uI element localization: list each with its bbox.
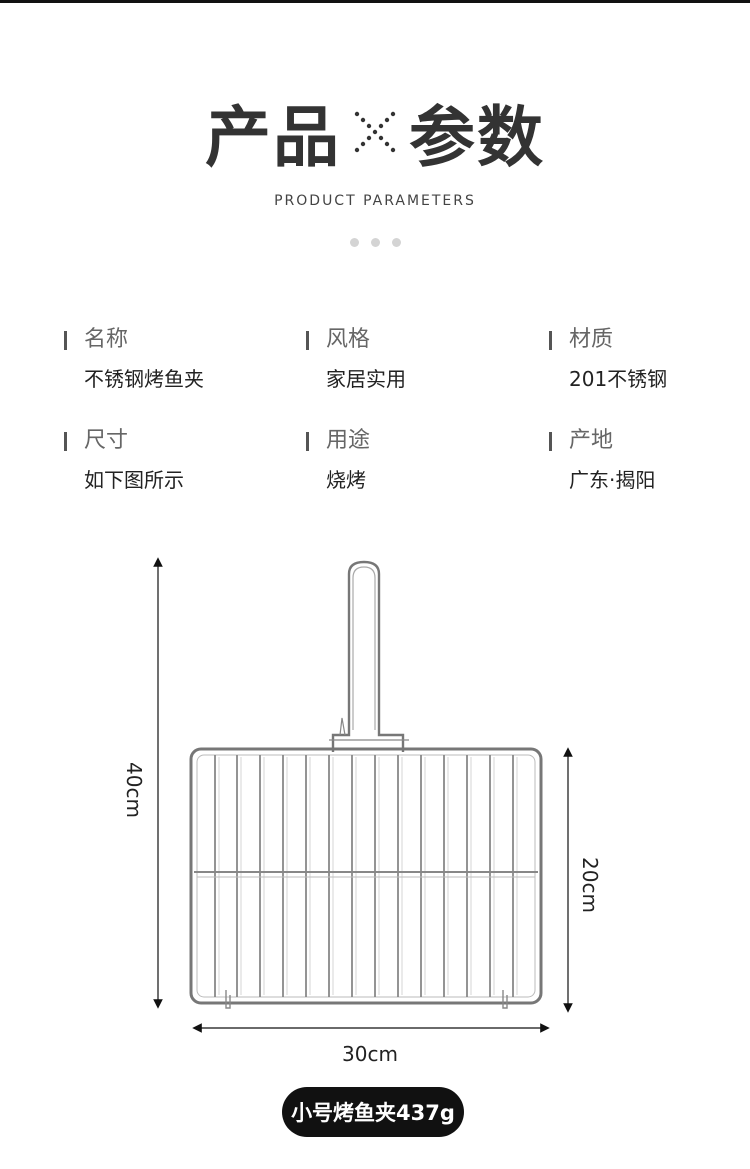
param-value: 广东·揭阳 — [569, 468, 656, 492]
param-label: 尺寸 — [64, 427, 284, 455]
grid-bars-highlight — [218, 757, 518, 995]
param-label: 名称 — [64, 326, 284, 354]
param-value: 不锈钢烤鱼夹 — [84, 367, 204, 391]
grid-height-dimension-label: 20cm — [578, 857, 602, 913]
handle-inner — [352, 566, 376, 730]
param-label: 材质 — [549, 326, 750, 354]
title-right: 参数 — [409, 99, 545, 176]
bottom-hook-left — [225, 990, 231, 1009]
page-title: 产品 参数 — [0, 92, 750, 176]
param-usage: 用途 烧烤 — [306, 427, 526, 493]
page-subtitle: PRODUCT PARAMETERS — [274, 193, 476, 209]
product-weight-badge: 小号烤鱼夹437g — [282, 1087, 464, 1137]
param-origin: 产地 广东·揭阳 — [549, 427, 750, 493]
param-label: 产地 — [549, 427, 750, 455]
param-value: 家居实用 — [326, 367, 406, 391]
param-label: 用途 — [306, 427, 526, 455]
height-dimension-label: 40cm — [122, 762, 146, 818]
decorative-dots — [0, 238, 750, 247]
param-material: 材质 201不锈钢 — [549, 326, 750, 392]
grill-basket-diagram — [153, 557, 573, 1033]
dot-icon — [391, 238, 401, 247]
param-name: 名称 不锈钢烤鱼夹 — [64, 326, 284, 392]
handle-hook — [339, 717, 346, 736]
param-value: 烧烤 — [326, 468, 366, 492]
param-value: 201不锈钢 — [569, 367, 668, 391]
title-left: 产品 — [205, 99, 341, 176]
handle-outer — [331, 560, 405, 752]
basket-frame — [189, 747, 543, 1005]
width-dimension-label: 30cm — [342, 1042, 398, 1066]
dot-icon — [349, 238, 359, 247]
top-rule — [0, 0, 750, 3]
param-style: 风格 家居实用 — [306, 326, 526, 392]
bottom-hook-right — [502, 990, 508, 1009]
basket-frame-inner — [196, 754, 536, 998]
param-size: 尺寸 如下图所示 — [64, 427, 284, 493]
dot-icon — [370, 238, 380, 247]
param-label: 风格 — [306, 326, 526, 354]
param-value: 如下图所示 — [84, 468, 184, 492]
grid-bars — [214, 755, 514, 997]
cross-dots-icon — [354, 111, 396, 153]
